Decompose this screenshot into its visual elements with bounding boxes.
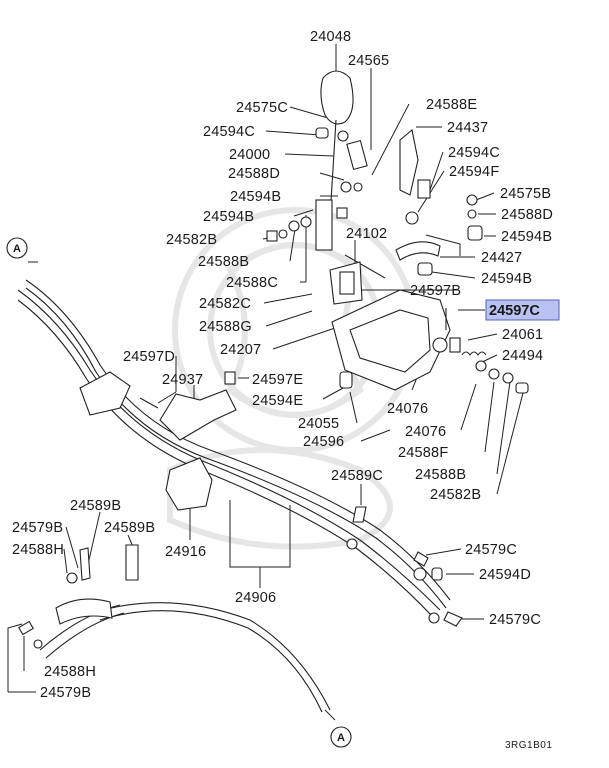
label-24588D[interactable]: 24588D: [228, 166, 280, 182]
label-24055[interactable]: 24055: [298, 416, 339, 432]
label-24582B-top[interactable]: 24582B: [166, 232, 217, 248]
label-24102[interactable]: 24102: [346, 226, 387, 242]
label-24494[interactable]: 24494: [502, 348, 543, 364]
label-24076-upper[interactable]: 24076: [387, 401, 428, 417]
label-24937[interactable]: 24937: [162, 372, 203, 388]
label-24597C-selected[interactable]: 24597C: [489, 303, 540, 319]
label-24579C-upper[interactable]: 24579C: [465, 542, 517, 558]
label-24048[interactable]: 24048: [310, 29, 351, 45]
label-24582B-lower[interactable]: 24582B: [430, 487, 481, 503]
label-24588B-top[interactable]: 24588B: [198, 254, 249, 270]
label-24906[interactable]: 24906: [235, 590, 276, 606]
label-24594D[interactable]: 24594D: [479, 567, 531, 583]
label-24594F[interactable]: 24594F: [449, 164, 499, 180]
label-24589B-right[interactable]: 24589B: [104, 520, 155, 536]
parts: [18, 70, 529, 649]
label-24207[interactable]: 24207: [220, 342, 261, 358]
label-24597B[interactable]: 24597B: [410, 283, 461, 299]
connector-a-top: A: [6, 237, 28, 259]
connector-a-top-label: A: [13, 243, 21, 255]
label-24437[interactable]: 24437: [447, 120, 488, 136]
leader-lines: [7, 44, 524, 721]
label-24588H-bottom[interactable]: 24588H: [44, 664, 96, 680]
reference-code: 3RG1B01: [505, 740, 552, 751]
label-24589C[interactable]: 24589C: [331, 468, 383, 484]
label-24000[interactable]: 24000: [229, 147, 270, 163]
selected-part-highlight: [485, 299, 560, 321]
label-24582C[interactable]: 24582C: [199, 296, 251, 312]
label-24594E[interactable]: 24594E: [252, 393, 303, 409]
label-24594B-left[interactable]: 24594B: [203, 209, 254, 225]
connector-a-bottom-label: A: [337, 732, 345, 744]
label-24588B-lower[interactable]: 24588B: [415, 467, 466, 483]
label-24589B-top[interactable]: 24589B: [70, 498, 121, 514]
label-24594B-lower[interactable]: 24594B: [481, 271, 532, 287]
label-24594C-left[interactable]: 24594C: [203, 124, 255, 140]
label-24588F[interactable]: 24588F: [398, 445, 448, 461]
label-24588H-top[interactable]: 24588H: [12, 542, 64, 558]
label-24594B-right[interactable]: 24594B: [501, 229, 552, 245]
label-24588G[interactable]: 24588G: [199, 319, 252, 335]
label-24916[interactable]: 24916: [165, 544, 206, 560]
label-24588C[interactable]: 24588C: [226, 275, 278, 291]
connector-a-bottom: A: [330, 726, 352, 748]
label-24061[interactable]: 24061: [502, 327, 543, 343]
label-24597E[interactable]: 24597E: [252, 372, 303, 388]
label-24588D-right[interactable]: 24588D: [501, 207, 553, 223]
label-24596[interactable]: 24596: [303, 434, 344, 450]
label-24594B-upper[interactable]: 24594B: [230, 189, 281, 205]
label-24588E[interactable]: 24588E: [426, 97, 477, 113]
label-24594C-right[interactable]: 24594C: [448, 145, 500, 161]
label-24597D[interactable]: 24597D: [123, 349, 175, 365]
label-24579B-bottom[interactable]: 24579B: [40, 685, 91, 701]
label-24575B[interactable]: 24575B: [500, 186, 551, 202]
label-24427[interactable]: 24427: [481, 250, 522, 266]
label-24579B-top[interactable]: 24579B: [12, 520, 63, 536]
label-24565[interactable]: 24565: [348, 53, 389, 69]
label-24076-lower[interactable]: 24076: [405, 424, 446, 440]
part-labels: 24048 24565 24575C 24588E 24594C 24437 2…: [12, 29, 553, 701]
label-24575C[interactable]: 24575C: [236, 100, 288, 116]
label-24579C-lower[interactable]: 24579C: [489, 612, 541, 628]
